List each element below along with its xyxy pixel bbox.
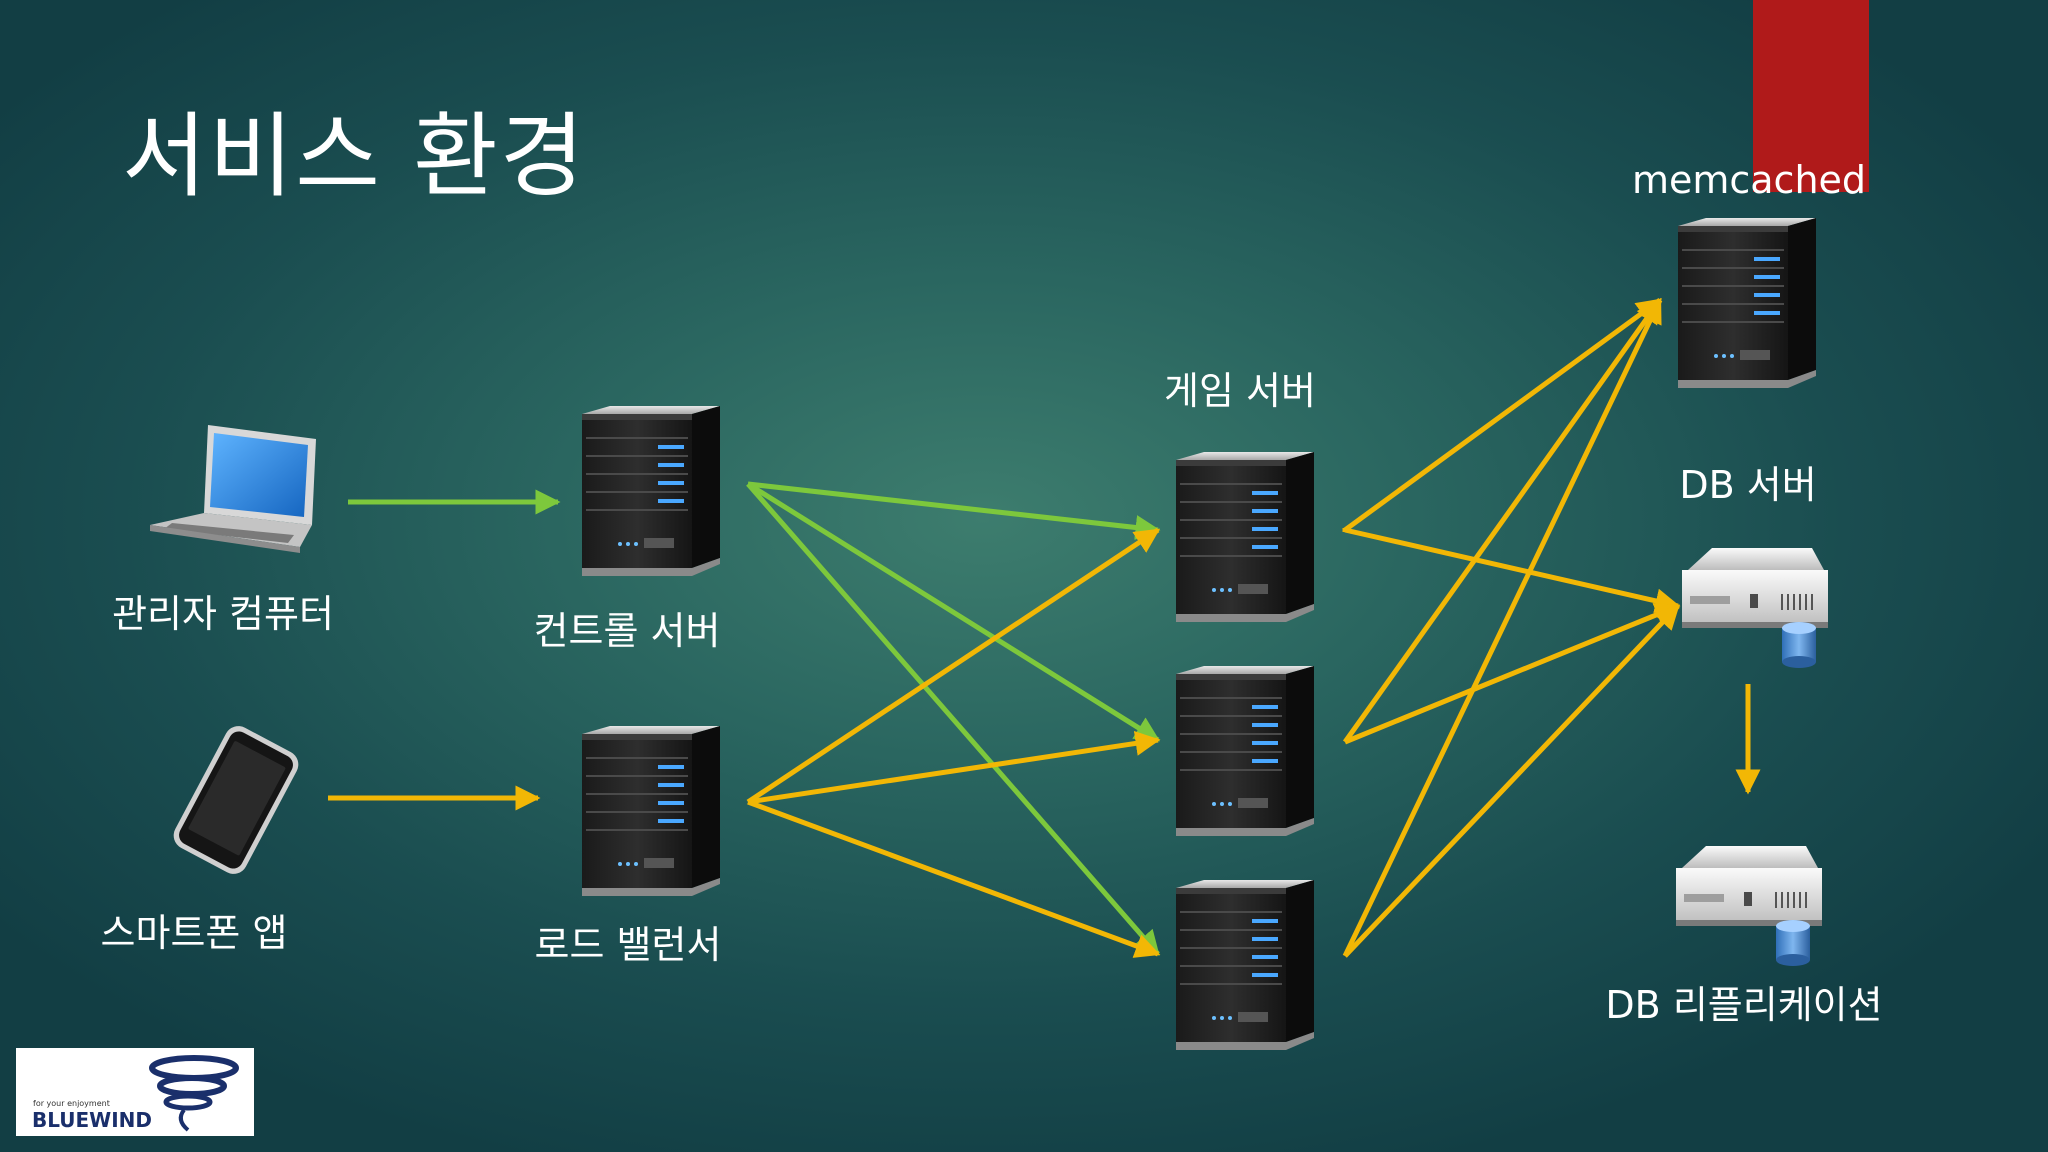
arrow-game2-to-db [1344,602,1681,745]
memcached-server-icon [1677,217,1817,389]
arrow-lb-to-game2 [747,731,1161,805]
label-game-server: 게임 서버 [1164,369,1316,413]
tornado-logo-icon [149,1055,239,1132]
arrow-game2-to-memcached [1342,297,1663,744]
accent-bar [1753,0,1869,192]
arrow-game1-to-db [1344,527,1681,614]
control-server-icon [581,405,721,577]
load-balancer-icon [581,725,721,897]
laptop-icon [150,425,316,553]
arrow-game3-to-db [1343,604,1680,958]
label-control-server: 컨트롤 서버 [533,609,721,653]
db-server-icon [1681,547,1829,669]
logo-tagline: for your enjoyment [33,1099,110,1108]
bluewind-logo: for your enjoyment BLUEWIND [16,1048,254,1136]
label-memcached: memcached [1631,158,1867,202]
arrow-control-to-game3 [746,482,1160,956]
game-server-icon [1175,879,1315,1051]
label-db-replication: DB 리플리케이션 [1605,983,1883,1027]
arrow-control-to-game1 [747,481,1161,540]
arrow-lb-to-game1 [746,527,1161,805]
label-load-balancer: 로드 밸런서 [534,923,722,967]
arrow-game1-to-memcached [1343,297,1663,533]
game-server-icon [1175,451,1315,623]
logo-brand: BLUEWIND [32,1108,153,1132]
game-server-icon [1175,665,1315,837]
label-admin-pc: 관리자 컴퓨터 [112,592,334,636]
arrow-lb-to-game3 [747,799,1161,958]
arrow-game3-to-memcached [1342,297,1663,958]
page-title: 서비스 환경 [122,103,587,210]
label-smartphone-app: 스마트폰 앱 [100,911,288,955]
smartphone-icon [173,726,299,874]
label-db-server: DB 서버 [1679,463,1817,507]
db-replication-icon [1675,845,1823,967]
arrow-control-to-game2 [746,481,1161,743]
